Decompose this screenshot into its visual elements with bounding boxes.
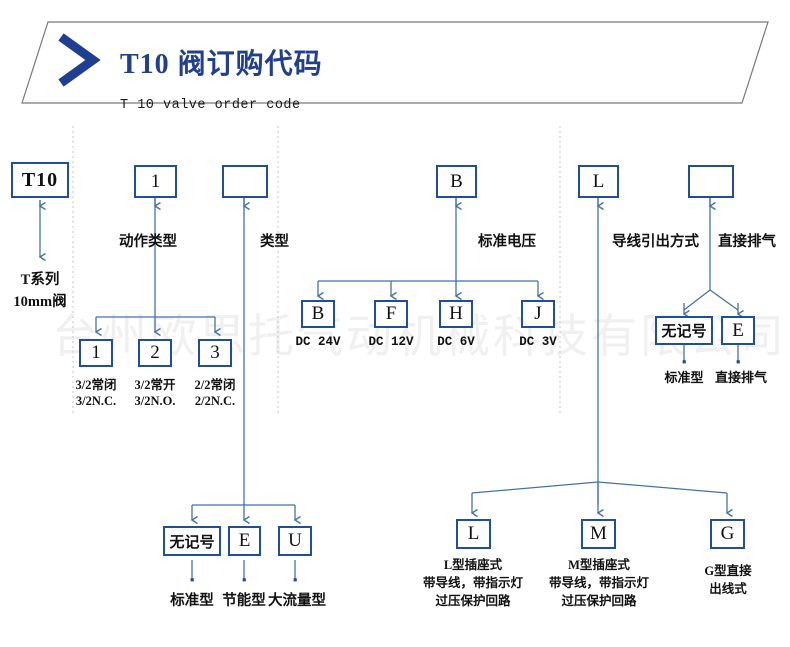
option-box-exhaust-e[interactable]: E: [721, 316, 755, 345]
option-box-exhaust-none[interactable]: 无记号: [655, 316, 713, 345]
header-banner: T10 阀订购代码 T 10 valve order code: [20, 20, 770, 113]
option-desc-action-3-cn: 2/2常闭: [194, 378, 236, 392]
page-subtitle: T 10 valve order code: [120, 98, 301, 113]
chevron-right-icon: [58, 33, 101, 87]
series-desc-line-1: T系列: [20, 272, 60, 288]
option-box-voltage-b[interactable]: B: [301, 300, 335, 328]
code-box-standard-voltage[interactable]: B: [436, 165, 477, 198]
option-box-voltage-h[interactable]: H: [439, 300, 473, 328]
option-desc-action-2-en: 3/2N.O.: [134, 394, 176, 408]
banner-shape-svg: [21, 21, 769, 104]
option-box-voltage-j[interactable]: J: [521, 300, 555, 328]
option-desc-action-1-cn: 3/2常闭: [75, 378, 117, 392]
option-box-lead-g[interactable]: G: [710, 519, 745, 549]
branch-label-standard-voltage: 标准电压: [478, 234, 536, 250]
option-desc-lead-m-line-2: 带导线，带指示灯: [548, 576, 650, 590]
option-desc-type-u: 大流量型: [268, 593, 326, 609]
option-desc-lead-m-line-3: 过压保护回路: [561, 594, 637, 608]
code-box-lead-out[interactable]: L: [578, 165, 619, 198]
option-desc-lead-g-line-2: 出线式: [709, 582, 747, 596]
option-desc-lead-g-line-1: G型直接: [704, 564, 752, 578]
option-desc-voltage-b: DC 24V: [295, 335, 341, 349]
option-desc-voltage-j: DC 3V: [519, 335, 557, 349]
option-desc-lead-l-line-1: L型插座式: [443, 558, 503, 572]
option-box-type-u[interactable]: U: [278, 526, 312, 556]
option-desc-voltage-f: DC 12V: [368, 335, 414, 349]
code-box-action-type[interactable]: 1: [134, 165, 177, 198]
option-desc-action-1-en: 3/2N.C.: [75, 394, 117, 408]
option-box-type-e[interactable]: E: [228, 526, 261, 556]
option-desc-voltage-h: DC 6V: [437, 335, 475, 349]
code-box-direct-exhaust[interactable]: [688, 165, 734, 198]
option-desc-type-e: 节能型: [222, 593, 266, 609]
code-box-type[interactable]: [222, 165, 268, 198]
option-desc-lead-m-line-1: M型插座式: [568, 558, 630, 572]
code-box-series[interactable]: T10: [11, 162, 69, 198]
branch-label-direct-exhaust: 直接排气: [718, 234, 776, 250]
option-desc-action-3-en: 2/2N.C.: [194, 394, 236, 408]
option-box-voltage-f[interactable]: F: [374, 300, 408, 328]
option-desc-lead-l-line-3: 过压保护回路: [435, 594, 511, 608]
page-title: T10 阀订购代码: [120, 49, 323, 80]
branch-label-action-type: 动作类型: [119, 234, 177, 250]
branch-label-lead-out: 导线引出方式: [612, 234, 699, 250]
option-box-action-2[interactable]: 2: [138, 339, 172, 367]
option-box-action-3[interactable]: 3: [198, 339, 232, 367]
series-desc-line-2: 10mm阀: [13, 294, 67, 310]
option-desc-type-none: 标准型: [170, 593, 214, 609]
option-box-lead-l[interactable]: L: [456, 519, 491, 549]
option-desc-exhaust-e: 直接排气: [714, 370, 768, 385]
option-box-type-none[interactable]: 无记号: [163, 526, 221, 556]
option-desc-exhaust-none: 标准型: [664, 370, 704, 385]
option-box-action-1[interactable]: 1: [79, 339, 113, 367]
branch-label-type: 类型: [260, 234, 289, 250]
option-desc-lead-l-line-2: 带导线，带指示灯: [422, 576, 524, 590]
option-desc-action-2-cn: 3/2常开: [134, 378, 176, 392]
option-box-lead-m[interactable]: M: [581, 519, 616, 549]
